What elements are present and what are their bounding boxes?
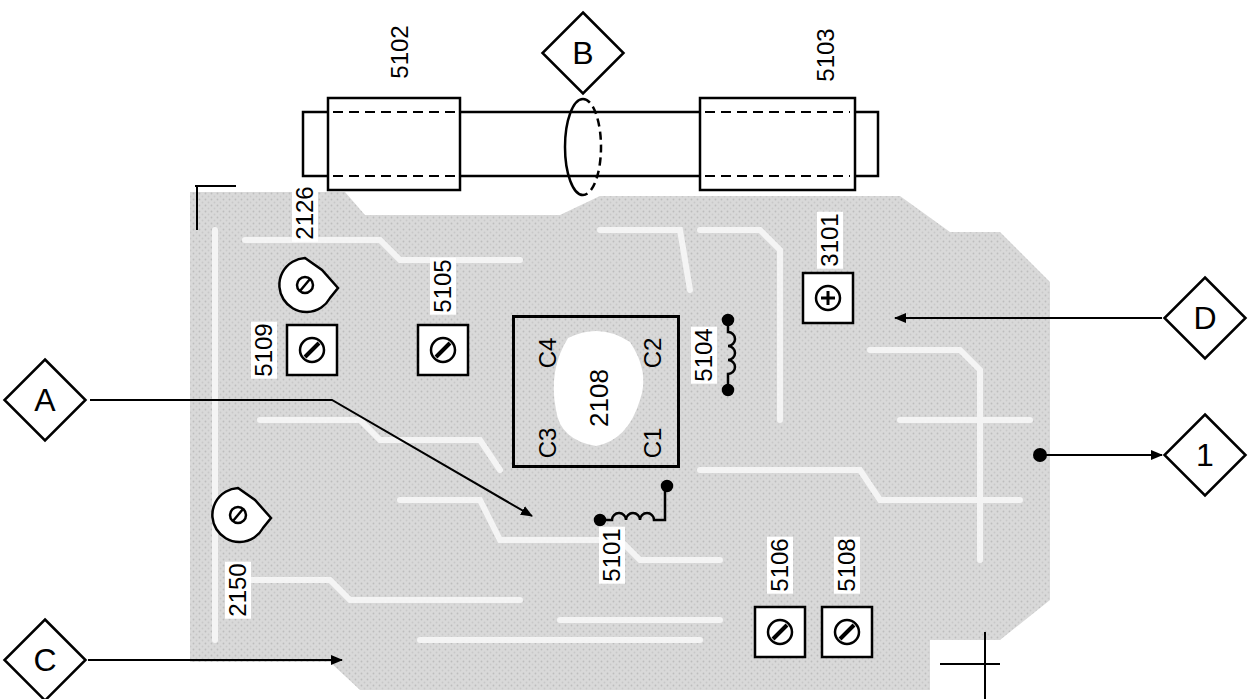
adjustable-coil [287,325,872,657]
part-number: 5108 [834,536,860,593]
part-number: 5103 [813,26,839,83]
part-number: 5102 [387,23,413,80]
reference-diamond: D [1163,276,1247,360]
reference-diamond: A [3,358,87,442]
reference-diamond: 1 [1163,413,1247,497]
reference-diamond: B [541,11,625,95]
ferrite-rod [303,98,878,195]
diamond-outline [1165,278,1246,359]
part-number: 2108 [586,369,612,427]
part-number: 5105 [430,257,456,314]
reference-letter: 1 [1196,439,1214,471]
reference-letter: D [1193,302,1216,334]
diamond-outline [5,360,86,441]
coil-symbol [595,315,735,525]
reference-letter: A [34,384,55,416]
part-number: 3101 [817,211,843,268]
pin-name: C1 [641,428,665,459]
reference-letter: C [33,644,56,676]
diamond-outline [543,13,624,94]
part-number: 5104 [691,326,717,383]
part-number: 2150 [225,561,251,618]
leader-arrow [88,318,1162,660]
pcb-board [190,192,1050,690]
part-number: 5106 [767,536,793,593]
part-number: 2126 [292,184,318,241]
reference-diamond: C [3,618,87,699]
potentiometer [803,273,853,323]
diamond-outline [1165,415,1246,496]
component-outline: 2108 C4 C2C3 C1 [512,315,680,468]
part-number: 5101 [599,526,625,583]
pin-name: C3 [536,428,560,459]
pin-name: C4 [536,338,560,369]
pin-name: C2 [641,338,665,369]
register-mark [195,186,1000,699]
reference-letter: B [572,37,593,69]
diamond-outline [5,620,86,699]
part-number: 5109 [251,321,277,378]
